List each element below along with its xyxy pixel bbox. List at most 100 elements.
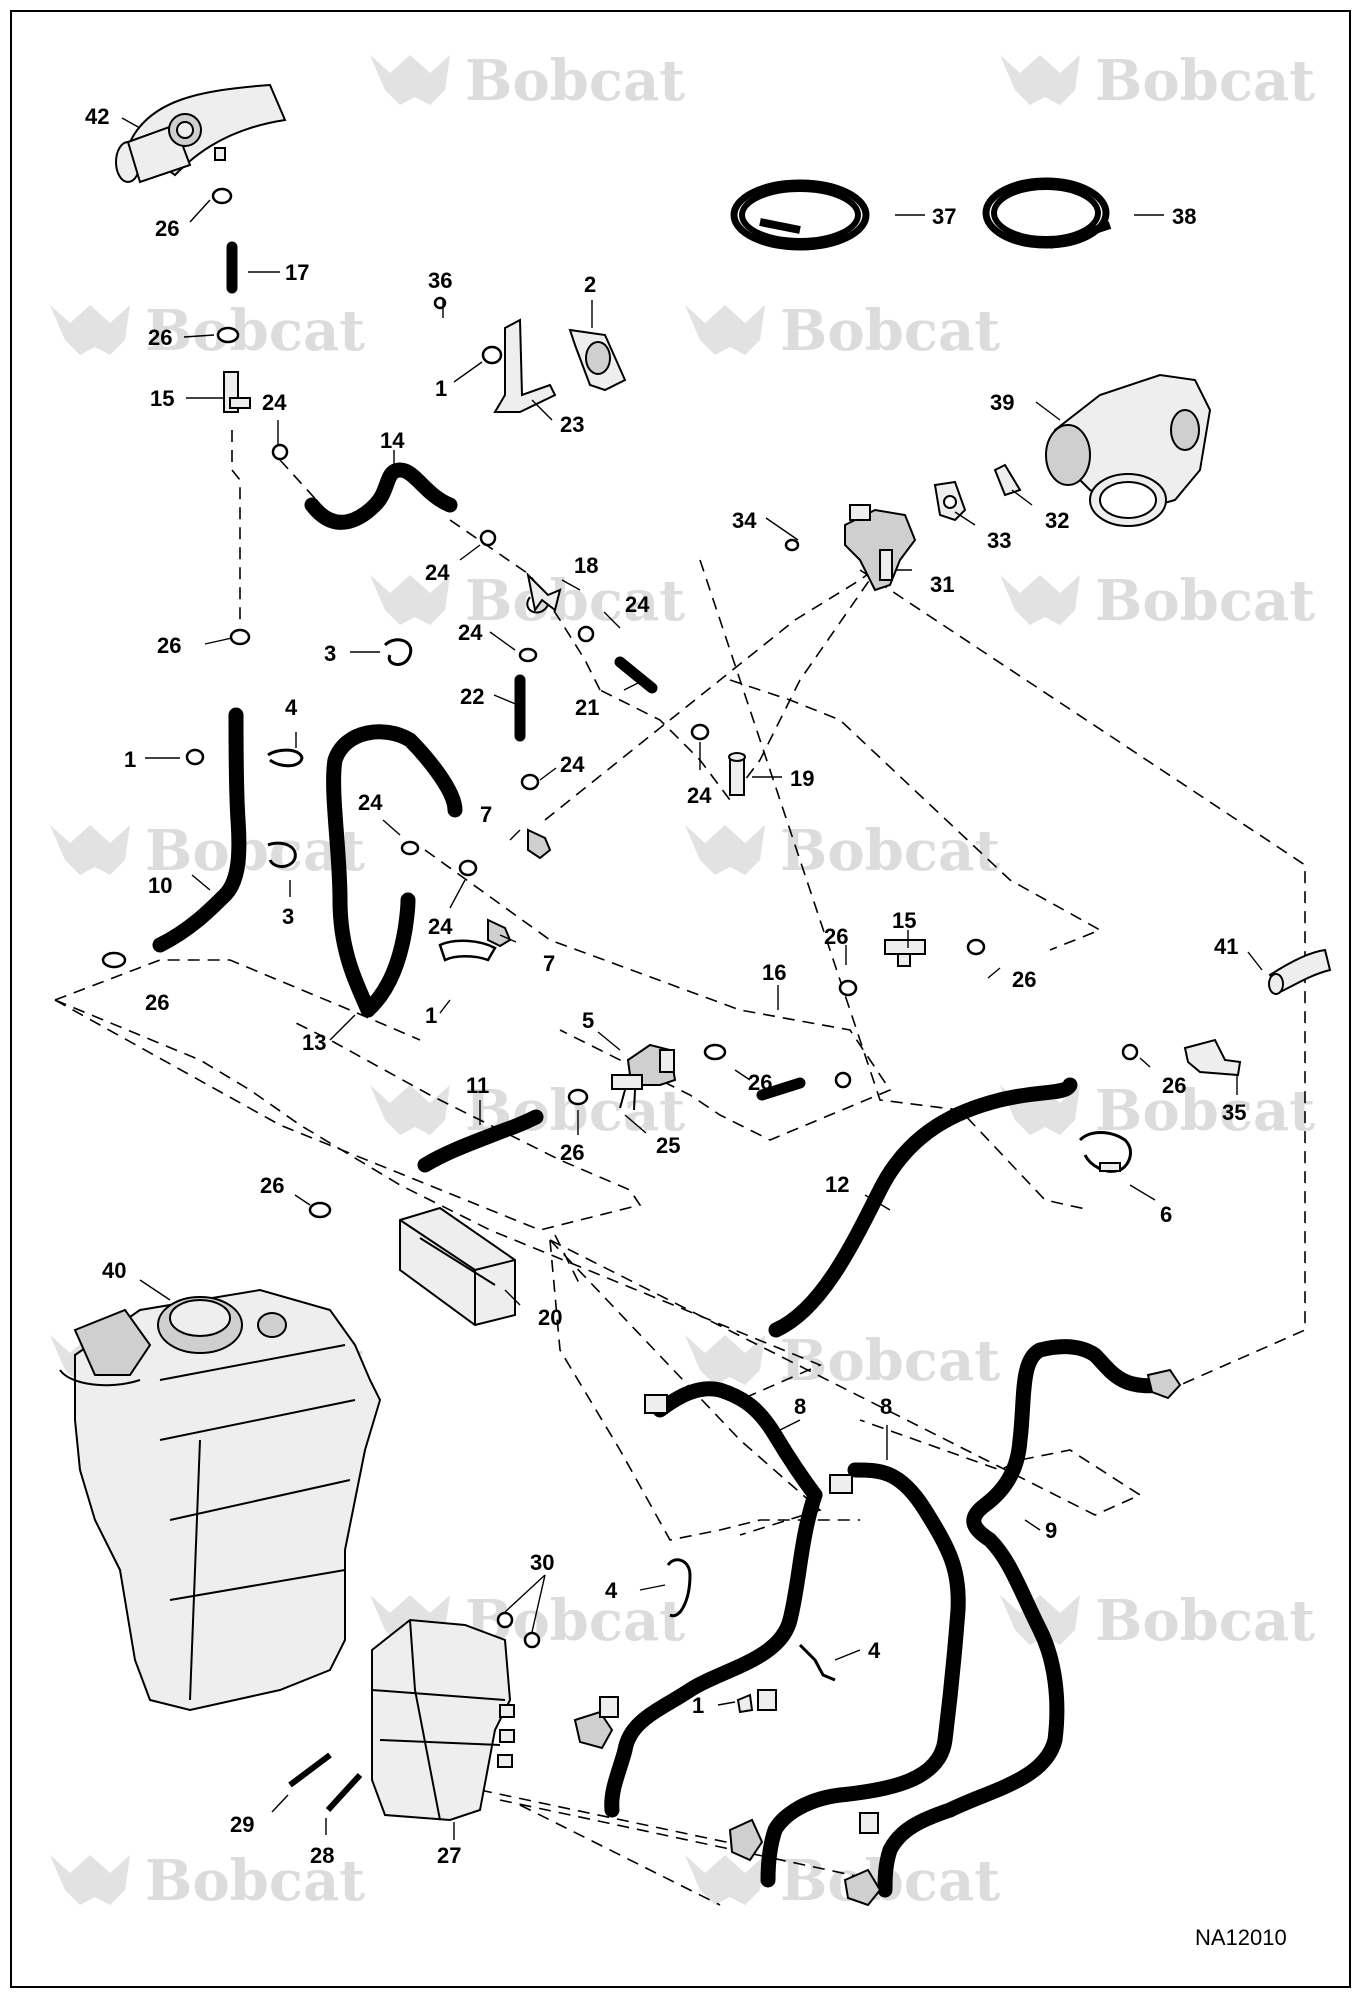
- part-2-plate: [568, 328, 627, 392]
- callout-26: 26: [155, 216, 179, 241]
- callout-18: 18: [574, 553, 598, 578]
- callout-35: 35: [1222, 1100, 1246, 1125]
- part-38-hose-coil: [982, 177, 1112, 249]
- callout-24: 24: [560, 752, 585, 777]
- callout-26: 26: [145, 990, 169, 1015]
- part-6-clamp: [1078, 1131, 1132, 1173]
- parts: [59, 83, 1332, 1907]
- connector-8b: [757, 1689, 777, 1711]
- clamps: [101, 187, 1139, 1219]
- connector-9: [859, 1812, 879, 1834]
- callout-24: 24: [625, 592, 650, 617]
- callout-17: 17: [285, 260, 309, 285]
- callout-30: 30: [530, 1550, 554, 1575]
- part-7-elbow-a: [527, 828, 552, 860]
- watermark-text: Bobcat: [780, 298, 1000, 364]
- bobcat-logo-icon: [685, 1855, 765, 1905]
- watermark-text: Bobcat: [780, 818, 1000, 884]
- callout-39: 39: [990, 390, 1014, 415]
- bobcat-logo-icon: [685, 1335, 765, 1385]
- part-27-module: [371, 1618, 515, 1822]
- elbow-9: [843, 1868, 882, 1907]
- callout-4: 4: [868, 1638, 881, 1663]
- part-35-tee: [1183, 1038, 1242, 1077]
- diagram-reference-id: NA12010: [1195, 1925, 1287, 1950]
- callout-5: 5: [582, 1008, 594, 1033]
- part-15-tee-upper: [223, 371, 251, 413]
- part-23-bracket: [493, 318, 557, 413]
- callout-3: 3: [324, 641, 336, 666]
- callout-6: 6: [1160, 1202, 1172, 1227]
- watermark-text: Bobcat: [465, 568, 685, 634]
- leader-lines: [121, 117, 1263, 1840]
- elbow-8a: [573, 1710, 614, 1750]
- hose-11: [417, 1109, 544, 1173]
- callout-32: 32: [1045, 508, 1069, 533]
- connector-8a: [599, 1696, 619, 1718]
- part-18-fitting: [526, 571, 562, 613]
- callout-29: 29: [230, 1812, 254, 1837]
- callout-3: 3: [282, 904, 294, 929]
- part-31-valve: [844, 504, 917, 592]
- callout-26: 26: [560, 1140, 584, 1165]
- callout-20: 20: [538, 1305, 562, 1330]
- callout-1: 1: [435, 376, 447, 401]
- callout-16: 16: [762, 960, 786, 985]
- callout-labels: 42 26 17 26 15 24 36 2 1 23 37 38 39 14 …: [85, 104, 1246, 1868]
- bobcat-logo-icon: [685, 305, 765, 355]
- bobcat-logo-icon: [685, 825, 765, 875]
- hose-8b: [760, 1462, 966, 1888]
- callout-7: 7: [480, 802, 492, 827]
- bobcat-logo-icon: [50, 1855, 130, 1905]
- callout-24: 24: [687, 783, 712, 808]
- callout-34: 34: [732, 508, 757, 533]
- part-33-gasket: [933, 480, 967, 522]
- bobcat-logo-icon: [50, 825, 130, 875]
- callout-40: 40: [102, 1258, 126, 1283]
- bobcat-logo-icon: [1000, 575, 1080, 625]
- callout-24: 24: [458, 620, 483, 645]
- hose-8a: [652, 1381, 823, 1503]
- callout-1: 1: [692, 1693, 704, 1718]
- hose-8a2: [604, 1487, 823, 1818]
- callout-22: 22: [460, 684, 484, 709]
- callout-14: 14: [380, 428, 405, 453]
- hose-9: [877, 1339, 1168, 1898]
- callout-9: 9: [1045, 1518, 1057, 1543]
- callout-8: 8: [880, 1394, 892, 1419]
- callout-38: 38: [1172, 204, 1196, 229]
- fitting-8a-top: [644, 1394, 668, 1414]
- part-40-tank: [59, 1288, 382, 1712]
- callout-25: 25: [656, 1133, 680, 1158]
- callout-42: 42: [85, 104, 109, 129]
- watermark-text: Bobcat: [1095, 1588, 1315, 1654]
- callout-8: 8: [794, 1394, 806, 1419]
- watermark-text: Bobcat: [145, 1848, 365, 1914]
- part-19-pipe: [728, 752, 746, 796]
- callout-26: 26: [148, 325, 172, 350]
- part-7-elbow-b: [487, 918, 512, 948]
- elbow-8b: [728, 1818, 764, 1862]
- callout-21: 21: [575, 695, 599, 720]
- callout-1: 1: [124, 747, 136, 772]
- callout-24: 24: [262, 390, 287, 415]
- part-32-gasket: [993, 463, 1022, 497]
- bobcat-logo-icon: [1000, 1085, 1080, 1135]
- part-5-valve: [611, 1043, 677, 1111]
- callout-2: 2: [584, 272, 596, 297]
- hose-16: [756, 1077, 806, 1101]
- part-20-block: [399, 1206, 516, 1327]
- watermark-text: Bobcat: [780, 1328, 1000, 1394]
- callout-4: 4: [605, 1578, 618, 1603]
- callout-33: 33: [987, 528, 1011, 553]
- fitting-8b-top: [829, 1474, 853, 1494]
- watermark-text: Bobcat: [145, 818, 365, 884]
- callout-26: 26: [748, 1070, 772, 1095]
- watermark-text: Bobcat: [145, 298, 365, 364]
- elbow-9-top: [1146, 1368, 1182, 1400]
- part-37-hose-coil: [730, 179, 870, 251]
- callout-37: 37: [932, 204, 956, 229]
- watermark-text: Bobcat: [1095, 1078, 1315, 1144]
- callout-15: 15: [150, 386, 174, 411]
